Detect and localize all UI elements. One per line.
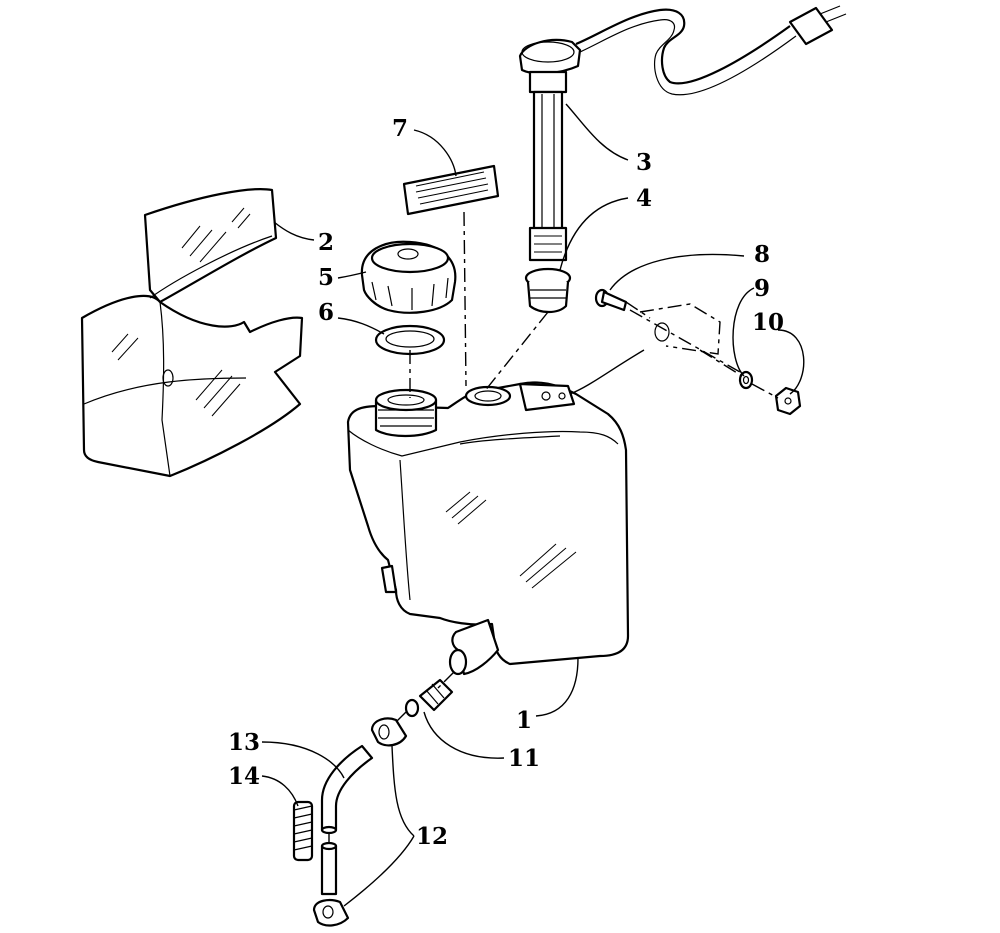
label-fitting: 11	[508, 745, 540, 772]
nut-part	[774, 386, 802, 416]
decal-part	[402, 164, 500, 216]
filler-cap-part	[360, 240, 457, 314]
label-spring: 14	[228, 763, 260, 790]
assembly-lines	[328, 211, 779, 842]
mount-bracket	[629, 303, 741, 373]
level-gauge-part	[518, 5, 847, 262]
washer-part	[738, 370, 754, 390]
label-bolt: 8	[754, 241, 770, 268]
label-washer: 9	[754, 275, 770, 302]
label-grommet: 4	[636, 185, 652, 212]
shield-part	[80, 188, 304, 478]
label-gauge: 3	[636, 149, 652, 176]
hose-part	[320, 744, 374, 896]
fitting-part	[404, 678, 454, 718]
hose-clamp-upper	[370, 717, 408, 747]
grommet-part	[524, 267, 572, 314]
bolt-part	[594, 288, 628, 312]
label-clamp: 12	[416, 823, 448, 850]
leader-lines	[261, 103, 805, 907]
label-hose: 13	[228, 729, 260, 756]
oil-tank-part	[346, 381, 630, 676]
gasket-part	[374, 324, 446, 356]
hose-clamp-lower	[312, 899, 350, 927]
label-nut: 10	[752, 309, 784, 336]
label-gasket: 6	[318, 299, 334, 326]
spring-part	[292, 800, 314, 862]
label-tank: 1	[516, 707, 532, 734]
label-shield: 2	[318, 229, 334, 256]
label-cap: 5	[318, 264, 334, 291]
label-decal: 7	[392, 115, 408, 142]
